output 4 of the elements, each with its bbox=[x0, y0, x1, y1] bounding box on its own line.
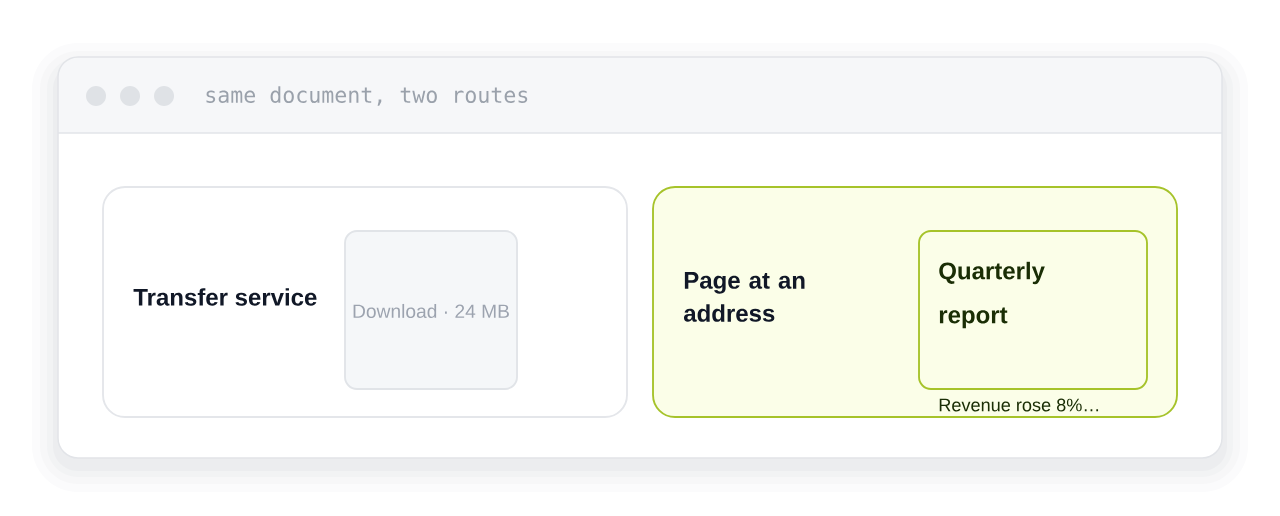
document-card: Quarterly report bbox=[918, 230, 1148, 390]
file-tile: Download · 24 MB bbox=[344, 230, 518, 390]
node-label: Revenue rose 8%… bbox=[939, 398, 1099, 412]
window-title: same document, two routes bbox=[206, 86, 528, 106]
